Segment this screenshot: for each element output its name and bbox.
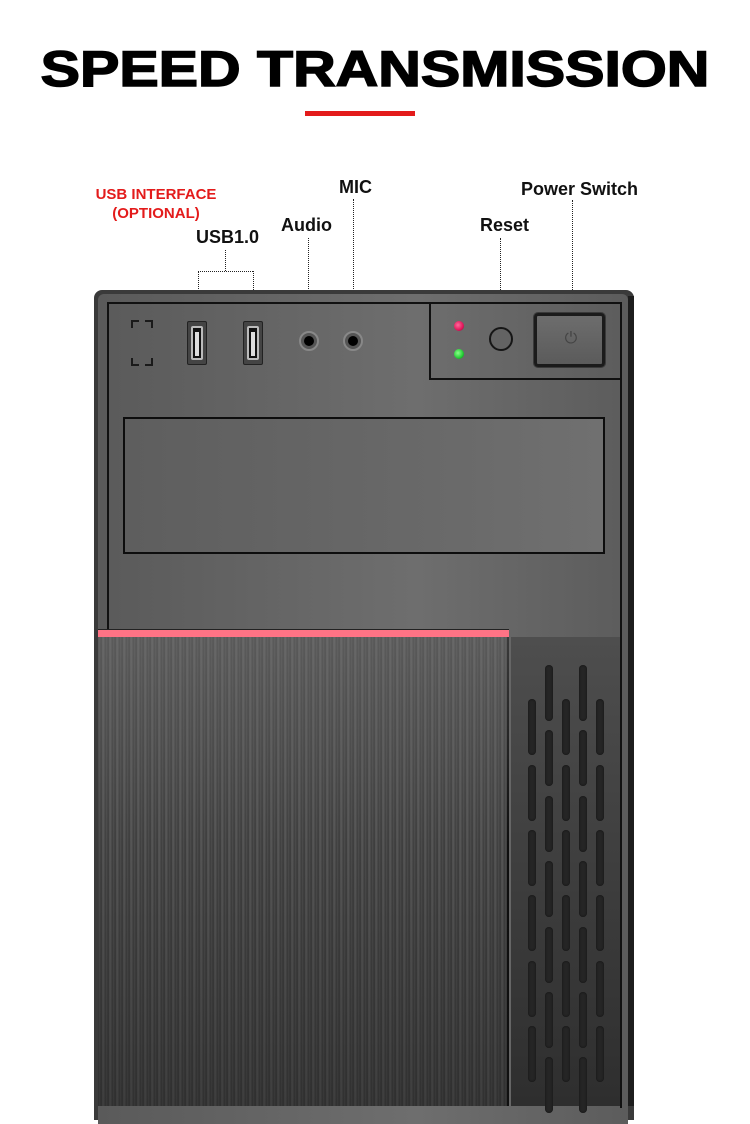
mic-leader: [353, 199, 354, 341]
card-reader-corner: [145, 320, 153, 328]
mic-jack[interactable]: [343, 331, 363, 351]
hdd-led: [454, 321, 464, 331]
vent-slot: [528, 961, 536, 1017]
usb-leader: [225, 250, 226, 271]
usb-socket: [191, 326, 203, 360]
vent-slot: [545, 861, 553, 917]
vent-slot: [596, 895, 604, 951]
vent-slot: [579, 1057, 587, 1113]
vent-slot: [579, 927, 587, 983]
vent-slot: [562, 895, 570, 951]
panel-edge-right: [620, 378, 622, 1108]
vent-slot: [545, 992, 553, 1048]
vent-slot: [545, 796, 553, 852]
power-switch-label: Power Switch: [521, 179, 639, 199]
vent-slot: [562, 765, 570, 821]
panel-edge-top: [107, 302, 622, 304]
brushed-front-door: [98, 629, 509, 1106]
mic-label: MIC: [339, 177, 372, 197]
power-led: [454, 349, 464, 359]
page-title: SPEED TRANSMISSION: [40, 40, 711, 98]
usb-interface-label: USB INTERFACE (OPTIONAL): [88, 185, 224, 223]
usb-tongue: [251, 332, 255, 356]
vent-slot: [545, 1057, 553, 1113]
usb-label: USB1.0: [196, 227, 260, 247]
jack-hole: [348, 336, 358, 346]
usb-port-2[interactable]: [243, 321, 263, 365]
vent-slot: [596, 1026, 604, 1082]
vent-slot: [562, 961, 570, 1017]
card-reader-corner: [131, 320, 139, 328]
vent-slot: [579, 796, 587, 852]
vent-slot: [596, 765, 604, 821]
vent-slot: [528, 699, 536, 755]
vent-slot: [528, 1026, 536, 1082]
panel-edge-right-top: [620, 302, 622, 380]
audio-leader: [308, 238, 309, 341]
panel-edge-step-bottom: [429, 378, 622, 380]
vent-slot: [545, 665, 553, 721]
card-reader-corner: [145, 358, 153, 366]
vent-slot: [579, 861, 587, 917]
card-reader-corner: [131, 358, 139, 366]
vent-slot: [528, 895, 536, 951]
vent-slot: [562, 699, 570, 755]
usb-interface-optional: (OPTIONAL): [112, 205, 200, 222]
vent-slot: [596, 961, 604, 1017]
usb-port-1[interactable]: [187, 321, 207, 365]
door-shading: [98, 637, 509, 1106]
vent-slot: [596, 699, 604, 755]
vent-slot: [545, 927, 553, 983]
audio-label: Audio: [281, 215, 332, 235]
optical-drive-bay: [123, 417, 605, 554]
panel-edge-left: [107, 302, 109, 632]
vent-slot: [562, 830, 570, 886]
jack-hole: [304, 336, 314, 346]
vent-slot: [579, 665, 587, 721]
power-leader: [572, 200, 573, 342]
reset-label: Reset: [480, 215, 530, 235]
power-icon: ⏻: [564, 330, 578, 347]
vent-slot: [545, 730, 553, 786]
reset-leader: [500, 238, 501, 338]
panel-edge-step: [429, 302, 431, 380]
case-side-edge: [628, 296, 634, 1106]
audio-jack[interactable]: [299, 331, 319, 351]
vent-slot: [562, 1026, 570, 1082]
title-underline: [305, 111, 415, 116]
reset-button[interactable]: [489, 327, 513, 351]
vent-area: [511, 637, 620, 1113]
usb-socket: [247, 326, 259, 360]
vent-slot: [528, 765, 536, 821]
usb-tongue: [195, 332, 199, 356]
vent-slot: [579, 992, 587, 1048]
usb-bracket: [198, 271, 253, 272]
door-accent-stripe: [98, 629, 509, 637]
vent-slot: [596, 830, 604, 886]
vent-slot: [579, 730, 587, 786]
usb-interface-text: USB INTERFACE: [95, 186, 217, 203]
vent-slot: [528, 830, 536, 886]
power-button[interactable]: ⏻: [534, 313, 605, 367]
